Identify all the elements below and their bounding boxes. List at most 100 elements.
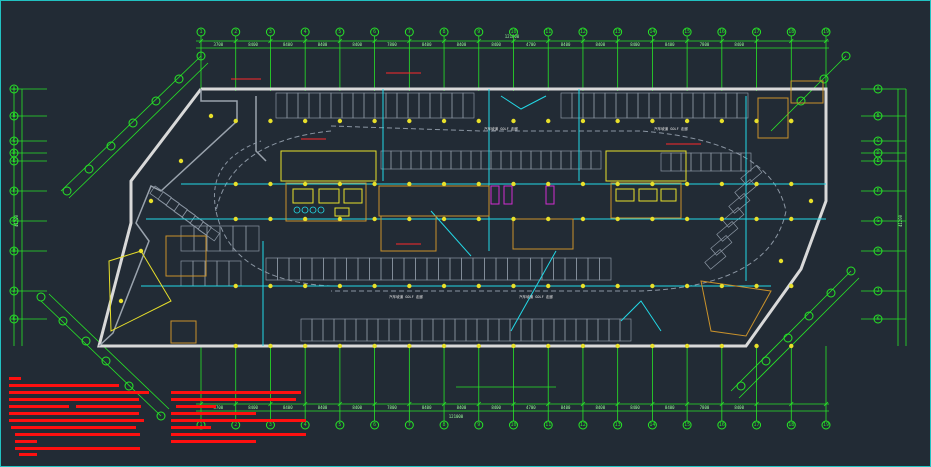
column (684, 216, 690, 222)
dim-text-bottom: 8400 (734, 405, 744, 410)
parking-bay (193, 225, 208, 252)
grid-bubble-top (647, 27, 657, 37)
dim-text-bottom: 8400 (352, 405, 362, 410)
column (511, 343, 516, 349)
column (372, 216, 377, 222)
grid-bubble-diagonal (151, 96, 161, 106)
grid-bubble-bottom-label: 3 (269, 422, 272, 428)
grid-bubble-top (439, 27, 449, 37)
grid-bubble-bottom-label: 17 (754, 422, 760, 428)
dim-text-bottom: 3700 (214, 405, 224, 410)
grid-bubble-left-label: H (12, 248, 15, 254)
grid-bubble-top (509, 27, 518, 37)
parking-bay-angled (710, 235, 733, 256)
column (441, 283, 447, 289)
parking-bay (420, 150, 432, 170)
parking-bay (180, 225, 195, 252)
column (372, 181, 377, 187)
dim-text-bottom: 7800 (700, 405, 710, 410)
parking-bay (520, 318, 533, 342)
column (719, 343, 725, 349)
grid-bubble-top-label: 9 (477, 29, 480, 35)
parking-bay (590, 150, 602, 170)
column (233, 343, 238, 349)
parking-bay (553, 257, 566, 281)
parking-bay-angled (728, 193, 751, 214)
parking-bay (275, 92, 288, 119)
column (337, 118, 343, 124)
parking-bay (363, 92, 376, 119)
grid-bubble-top (717, 27, 727, 37)
column (789, 343, 794, 349)
dim-text-top: 4700 (526, 42, 536, 47)
parking-bay (619, 318, 632, 342)
grid-bubble-right (873, 156, 883, 166)
column (407, 283, 412, 289)
grid-bubble-diagonal (846, 266, 856, 276)
parking-bay (451, 92, 464, 119)
parking-bay (484, 257, 497, 281)
column (233, 118, 238, 124)
dim-text-bottom: 7800 (387, 405, 397, 410)
grid-bubble-diagonal (736, 381, 746, 391)
column (407, 118, 412, 124)
grid-bubble-right (873, 186, 883, 196)
parking-bay (507, 257, 520, 281)
column (754, 216, 759, 222)
parking-bay (323, 257, 336, 281)
grid-bubble-right (873, 216, 883, 226)
parking-bay (403, 257, 416, 281)
parking-bay (377, 318, 390, 342)
parking-bay (341, 92, 354, 119)
driveway-loops (214, 125, 787, 292)
parking-bay (352, 92, 365, 119)
grid-bubble-right-label: C (876, 138, 879, 144)
grid-bubble-right-label: J (876, 288, 879, 294)
column (407, 181, 412, 187)
column (302, 343, 308, 349)
column (615, 181, 620, 187)
parking-bay (462, 92, 475, 119)
grid-bubble-diagonal (804, 311, 814, 321)
grid-bubble-top (404, 27, 414, 37)
building-outline (97, 87, 828, 348)
parking-bay (560, 150, 572, 170)
column (337, 181, 343, 187)
dim-text-bottom: 4700 (526, 405, 536, 410)
dim-text-top: 3700 (214, 42, 224, 47)
grid-bubble-left (9, 156, 19, 166)
grid-bubble-right (873, 136, 883, 146)
column (615, 283, 620, 289)
parking-bay (311, 257, 324, 281)
grid-bubble-top-label: 16 (719, 29, 725, 35)
grid-bubble-bottom (578, 420, 588, 430)
grid-bubble-top (196, 27, 206, 37)
dim-text-top: 7800 (700, 42, 710, 47)
parking-bay (440, 92, 453, 119)
parking-bay (366, 318, 379, 342)
parking-bay (576, 257, 589, 281)
grid-bubble-diagonal (156, 411, 166, 421)
grid-bubble-top-label: 18 (788, 29, 794, 35)
column (407, 343, 412, 349)
grid-bubble-top (578, 27, 588, 37)
core-center (378, 185, 574, 252)
column (808, 198, 814, 204)
parking-bay (659, 92, 672, 119)
parking-bay (710, 152, 722, 172)
parking-bay (530, 150, 542, 170)
parking-bay (400, 150, 412, 170)
parking-bay-angled (704, 249, 727, 270)
dim-text-top: 7800 (387, 42, 397, 47)
parking-bay (690, 152, 702, 172)
grid-bubble-diagonal (106, 141, 116, 151)
parking-bay (432, 318, 445, 342)
column (719, 283, 725, 289)
parking-bay (288, 257, 301, 281)
parking-bay (461, 257, 474, 281)
column (302, 283, 308, 289)
grid-bubble-diagonal (196, 51, 206, 61)
